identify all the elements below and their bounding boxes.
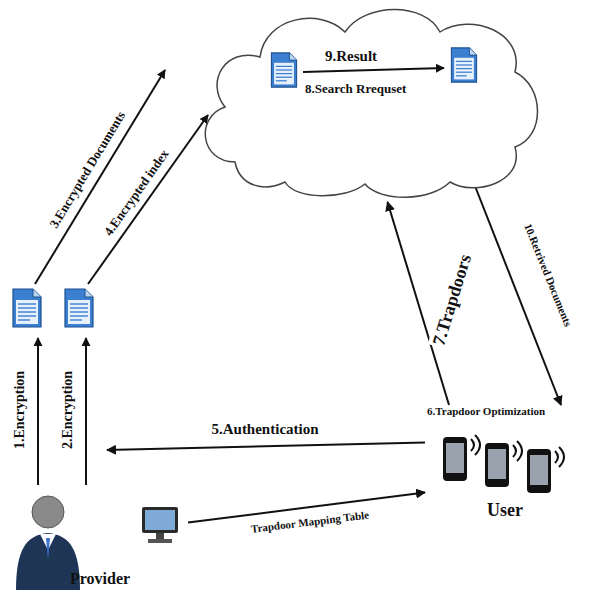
node-shape: [195, 2, 545, 202]
encryption-arrow: [85, 338, 87, 485]
encryption-arrow: [37, 338, 39, 485]
document-icon: [13, 289, 41, 327]
flow-arrow: [107, 443, 425, 451]
actor-label: User: [487, 500, 523, 521]
edge-label: 7.Trapdoors: [428, 250, 476, 350]
cloud-server: 9.Result 8.Search Rrequset: [195, 2, 545, 202]
edge-label: 5.Authentication: [209, 421, 320, 438]
step-label: 1.Encryption: [12, 369, 28, 451]
user-devices: 6.Trapdoor OptimizationUser: [425, 405, 585, 530]
provider-actor: Provider: [8, 450, 188, 595]
step-label: 9.Result: [325, 48, 377, 65]
step-label: 2.Encryption: [60, 369, 76, 451]
document-icon: [65, 289, 93, 327]
flow-arrow: [475, 186, 561, 405]
edge-label: 10.Retrived Documents: [521, 220, 575, 330]
actor-label: Provider: [70, 570, 130, 588]
step-label: 8.Search Rrequset: [305, 82, 406, 97]
step-label: 6.Trapdoor Optimization: [427, 405, 545, 418]
